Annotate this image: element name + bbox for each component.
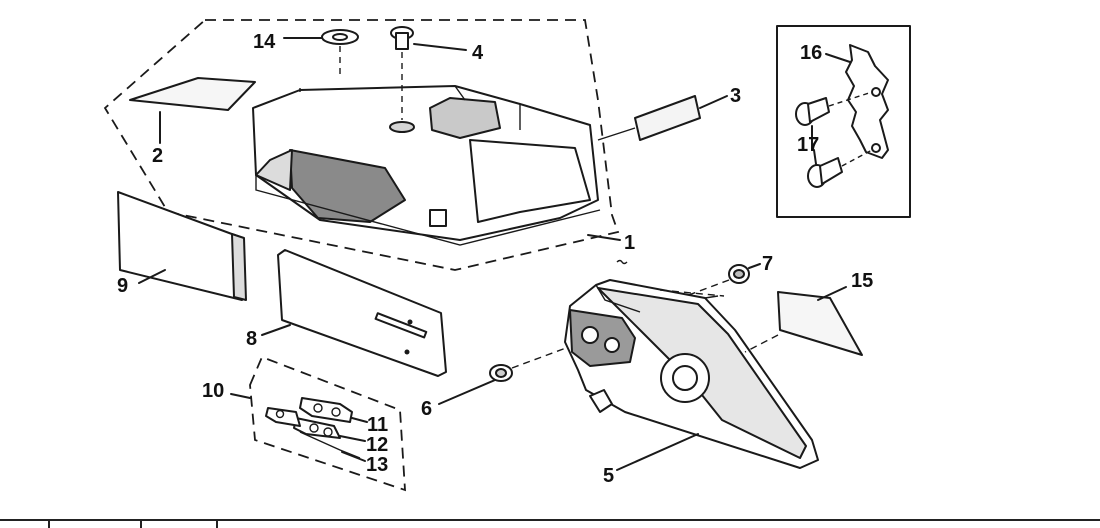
callout-10: 10 (202, 380, 224, 402)
part-13-chain-link (265, 407, 361, 459)
part-17-screw-upper (795, 91, 873, 126)
part-14-washer (321, 29, 359, 75)
callout-11: 11 (367, 414, 388, 436)
part-17-screw-lower (807, 149, 873, 188)
callout-13: 13 (366, 454, 388, 476)
part-3-decal (634, 95, 701, 141)
callout-9: 9 (117, 275, 128, 297)
part-16-bumper-spike (845, 44, 889, 159)
callout-4: 4 (472, 42, 484, 64)
callout-8: 8 (246, 328, 257, 350)
part-12-chain-link (293, 417, 341, 439)
part-1-top-cover (252, 85, 601, 246)
cover-assembly-outline (103, 19, 620, 271)
part-9-guide-bar (117, 191, 247, 301)
callout-12: 12 (366, 434, 388, 456)
callout-5: 5 (603, 465, 614, 487)
inset-box (776, 25, 911, 218)
part-2-decal (129, 77, 256, 144)
part-11-chain-link (299, 397, 353, 423)
callout-16: 16 (800, 42, 822, 64)
part-15-decal (744, 291, 863, 356)
part-7-nut (685, 264, 750, 297)
callout-6: 6 (421, 398, 432, 420)
callout-7: 7 (762, 253, 773, 275)
callout-15: 15 (851, 270, 873, 292)
callout-14: 14 (253, 31, 276, 53)
part-8-guide-bar (277, 249, 447, 377)
part-4-screw (390, 26, 414, 120)
callout-1: 1 (624, 232, 635, 254)
callout-17: 17 (797, 134, 819, 156)
part-6-nut (489, 347, 567, 382)
part-10-chain-group (249, 355, 406, 492)
bottom-table-rule (0, 519, 1100, 528)
callout-3: 3 (730, 85, 741, 107)
callout-2: 2 (152, 145, 163, 167)
part-5-sprocket-cover (564, 279, 819, 469)
